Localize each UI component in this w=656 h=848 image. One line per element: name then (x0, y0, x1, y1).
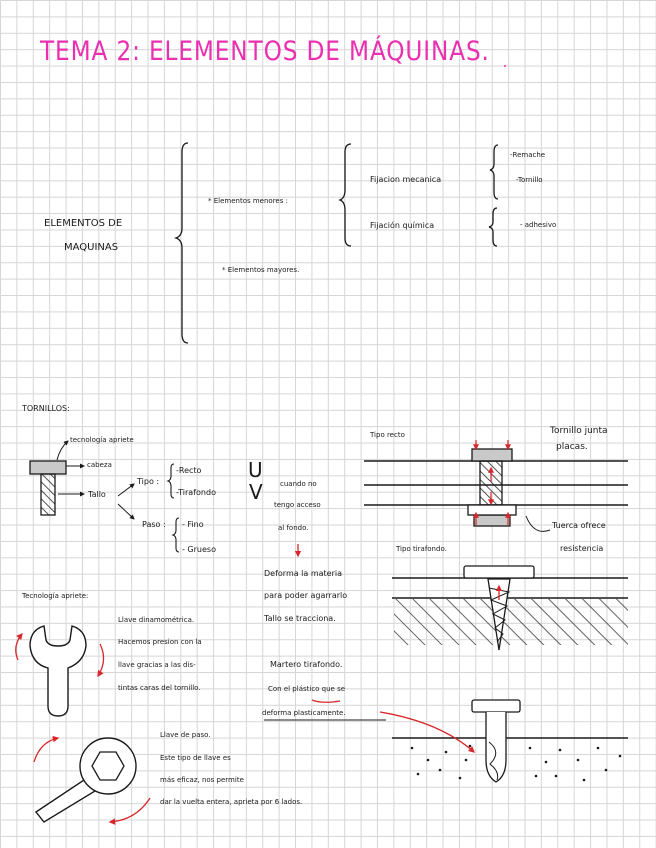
adhesive-label: - adhesivo (520, 221, 557, 229)
root-label-line1: ELEMENTOS DE (44, 218, 123, 229)
deform-note-1: Deforma la materia (264, 569, 343, 578)
bolt-through-plates (467, 448, 517, 527)
major-elements-label: * Elementos mayores. (222, 266, 300, 274)
type-label: Tipo : (137, 477, 160, 486)
page-title: TEMA 2: ELEMENTOS DE MÁQUINAS. (40, 36, 490, 67)
open-wrench-icon (15, 625, 105, 717)
bolt-red-arrows (473, 440, 511, 525)
torque-wrench-4: tintas caras del tornillo. (118, 684, 201, 692)
box-wrench-4: dar la vuelta entera, aprieta por 6 lado… (160, 798, 303, 806)
title-dot (504, 65, 506, 67)
minor-elements-label: * Elementos menores : (208, 197, 288, 205)
screw-arrows (56, 440, 135, 520)
deform-note-2: para poder agarrarlo (264, 591, 348, 600)
torque-wrench-3: llave gracias a las dis- (118, 661, 196, 669)
note-v-symbol: V (249, 480, 263, 504)
screws-heading: TORNILLOS: (22, 404, 70, 413)
plastic-underline (311, 699, 341, 703)
torque-wrench-1: Llave dinamométrica. (118, 616, 195, 624)
nut-resist-line1: Tuerca ofrece (552, 521, 606, 530)
type-self-label: -Tirafondo (176, 488, 216, 497)
box-wrench-3: más eficaz, nos permite (160, 776, 244, 784)
rivet-label: -Remache (510, 151, 546, 159)
box-wrench-icon (33, 735, 151, 825)
box-wrench-2: Este tipo de llave es (160, 754, 231, 762)
deform-note-3: Tallo se tracciona. (264, 614, 336, 623)
note-text-1: cuando no (280, 480, 317, 488)
plastic-dots (410, 744, 622, 782)
classification-braces (173, 142, 499, 344)
tightening-heading: Tecnología apriete: (22, 592, 89, 600)
chemical-fixing-label: Fijación química (370, 221, 435, 230)
note-text-2: tengo acceso (274, 501, 321, 509)
screw-sketch (29, 460, 67, 516)
straight-type-label: Tipo recto (370, 431, 405, 439)
root-label-line2: MAQUINAS (64, 242, 119, 253)
head-label: cabeza (87, 461, 112, 469)
type-straight-label: -Recto (176, 466, 202, 475)
self-tapping-type-label: Tipo tirafondo. (396, 545, 447, 553)
note-u-symbol: U (248, 458, 263, 482)
tightening-tech-label: tecnología apriete (70, 436, 134, 444)
pitch-coarse-label: - Grueso (182, 545, 216, 554)
hammer-screw-diagram (392, 699, 628, 783)
hammer-note-3: deforma plasticamente. (262, 709, 346, 717)
note-text-3: al fondo. (278, 524, 309, 532)
mechanical-fixing-label: Fijacion mecanica (370, 175, 442, 184)
hammer-note-2: Con el plástico que se (268, 685, 346, 693)
self-tapping-diagram (392, 565, 628, 651)
pitch-fine-label: - Fino (182, 520, 204, 529)
torque-wrench-2: Hacemos presion con la (118, 638, 202, 646)
pitch-label: Paso : (142, 520, 166, 529)
shank-label: Tallo (88, 490, 106, 499)
plastic-arrow (379, 711, 475, 753)
hammer-note-1: Martero tirafondo. (270, 660, 343, 669)
joins-plates-line1: Tornillo junta (550, 426, 608, 436)
nut-resist-line2: resistencia (560, 544, 604, 553)
nut-pointer (525, 515, 551, 532)
box-wrench-1: Llave de paso. (160, 731, 211, 739)
small-braces (166, 463, 180, 553)
joins-plates-line2: placas. (556, 442, 588, 452)
screw-label: -Tornillo (516, 176, 543, 184)
